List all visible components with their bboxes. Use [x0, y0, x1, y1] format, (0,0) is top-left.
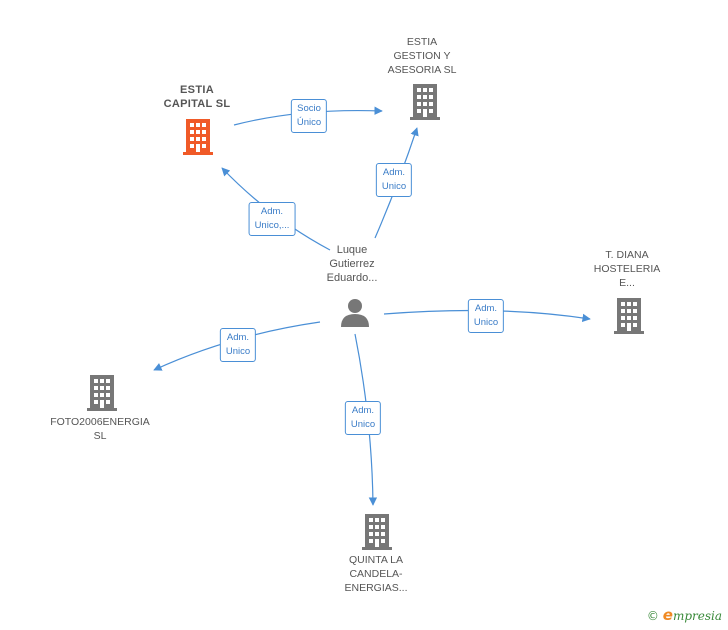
edge-label-adm-gestion: Adm. Unico — [375, 163, 413, 197]
edge-label-adm-quinta: Adm. Unico — [344, 401, 382, 435]
foto2006-building-icon[interactable] — [87, 375, 117, 411]
person-icon[interactable] — [341, 299, 369, 327]
estia-capital-building-icon[interactable] — [183, 119, 213, 155]
copyright-symbol: © — [646, 609, 659, 623]
diana-label[interactable]: T. DIANA HOSTELERIA E... — [593, 249, 661, 289]
brand-logo-e: e — [662, 606, 673, 624]
estia-gestion-label[interactable]: ESTIA GESTION Y ASESORIA SL — [387, 36, 457, 76]
brand-logo-text: mpresia — [672, 609, 722, 623]
foto2006-label[interactable]: FOTO2006ENERGIA SL — [50, 416, 150, 442]
estia-gestion-building-icon[interactable] — [410, 84, 440, 120]
estia-capital-label[interactable]: ESTIA CAPITAL SL — [163, 84, 231, 110]
edge-label-adm-foto: Adm. Unico — [219, 328, 257, 362]
edge-label-socio-unico: Socio Único — [290, 99, 328, 133]
quinta-building-icon[interactable] — [362, 514, 392, 550]
edge-label-adm-diana: Adm. Unico — [467, 299, 505, 333]
diana-building-icon[interactable] — [614, 298, 644, 334]
quinta-label[interactable]: QUINTA LA CANDELA- ENERGIAS... — [344, 554, 408, 594]
brand-footer: © empresia — [647, 606, 722, 624]
person-label[interactable]: Luque Gutierrez Eduardo... — [326, 244, 378, 284]
edge-label-adm-capital: Adm. Unico,... — [248, 202, 296, 236]
